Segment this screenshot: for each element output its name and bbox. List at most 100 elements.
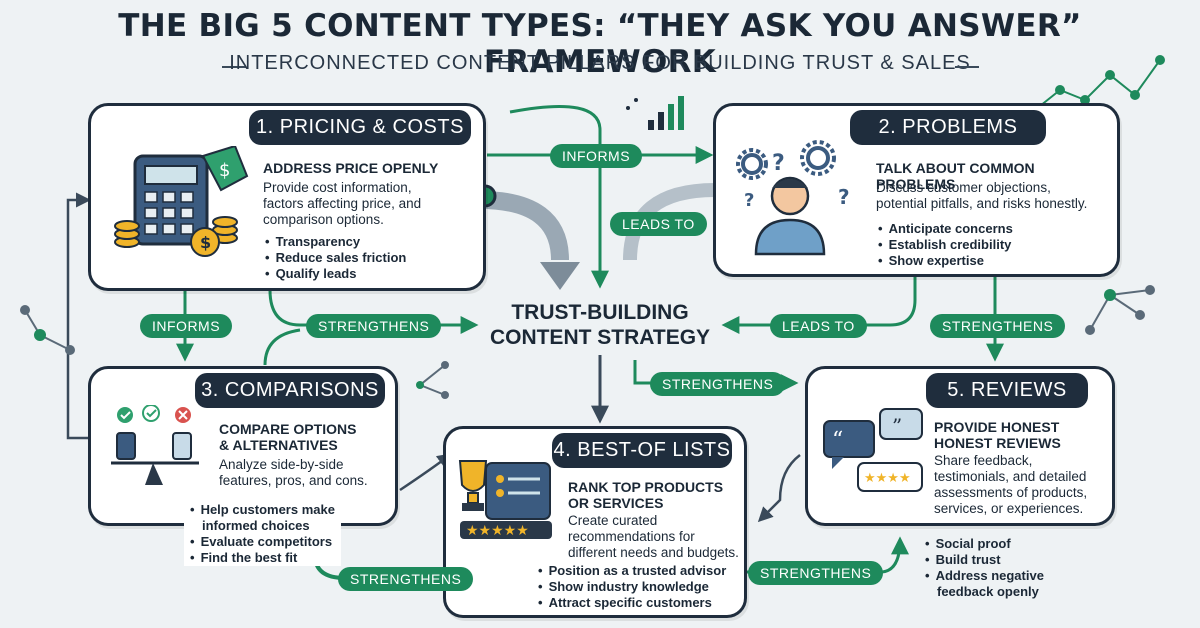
page-title: THE BIG 5 CONTENT TYPES: “THEY ASK YOU A… bbox=[118, 8, 1082, 80]
network-nodes-right bbox=[1085, 285, 1155, 335]
bullet-item: Qualify leads bbox=[265, 266, 406, 282]
bullet-continuation: feedback openly bbox=[937, 584, 1039, 599]
card-problems: 2. PROBLEMS ? ? ? TALK ABOUT COMMON PROB… bbox=[713, 103, 1120, 277]
bullet-item: Reduce sales friction bbox=[265, 250, 407, 266]
card-heading: COMPARE OPTIONS & ALTERNATIVES bbox=[219, 421, 356, 453]
center-strategy: TRUST-BUILDING CONTENT STRATEGY bbox=[470, 300, 730, 350]
svg-text:$: $ bbox=[219, 160, 230, 181]
arrow-leads-to-right bbox=[721, 275, 917, 334]
thinking-person-icon: ? ? ? bbox=[736, 140, 850, 256]
label-informs-top: INFORMS bbox=[550, 144, 643, 168]
card-description: Create curated recommendations for diffe… bbox=[568, 513, 739, 561]
arrow-strengthens-left bbox=[268, 289, 479, 334]
desc-line: features, pros, and cons. bbox=[219, 473, 368, 488]
card-comparisons: 3. COMPARISONS COMPARE OPTIONS & ALTERNA… bbox=[88, 366, 398, 526]
review-bubbles-icon: “ ” ★★★★ bbox=[823, 408, 923, 492]
card-heading: TALK ABOUT COMMON PROBLEMS bbox=[876, 160, 1035, 192]
balance-scale-icon bbox=[111, 405, 199, 485]
bar-chart-icon bbox=[626, 96, 684, 130]
price-tag-icon: $ bbox=[201, 146, 249, 192]
desc-line: potential pitfalls, and risks honestly. bbox=[876, 196, 1088, 211]
gears-icon bbox=[736, 140, 836, 180]
page-subtitle: INTERCONNECTED CONTENT PILLARS FOR BUILD… bbox=[229, 52, 971, 74]
arrow-card3-up bbox=[263, 328, 301, 366]
label-strengthens-right: STRENGTHENS bbox=[930, 314, 1066, 338]
arrow-left-loop bbox=[66, 192, 91, 440]
svg-text:?: ? bbox=[744, 190, 754, 211]
grey-curve-arrow-left bbox=[479, 191, 569, 261]
bullet-item: Build trust bbox=[925, 552, 1044, 568]
card-bullets: Position as a trusted advisor Show indus… bbox=[538, 563, 727, 611]
bullet-item: Address negative bbox=[925, 568, 1044, 584]
heading-line: COMPARE OPTIONS bbox=[219, 421, 357, 437]
label-leads-to-right: LEADS TO bbox=[770, 314, 867, 338]
desc-line: Provide cost information, bbox=[263, 180, 412, 195]
desc-line: comparison options. bbox=[263, 212, 384, 227]
desc-line: Create curated bbox=[568, 513, 658, 528]
desc-line: factors affecting price, and bbox=[263, 196, 422, 211]
card-title: 1. PRICING & COSTS bbox=[249, 110, 471, 145]
desc-line: different needs and budgets. bbox=[568, 545, 739, 560]
desc-line: testimonials, and detailed bbox=[934, 469, 1087, 484]
card-description: Analyze side-by-side features, pros, and… bbox=[219, 457, 368, 489]
svg-text:$: $ bbox=[200, 233, 211, 252]
card-bullets: Anticipate concerns Establish credibilit… bbox=[878, 221, 1013, 269]
card-reviews: 5. REVIEWS “ ” ★★★★ PROVIDE HONEST HONES… bbox=[805, 366, 1115, 526]
arrow-card5-to-card4 bbox=[757, 454, 801, 523]
card-title: 5. REVIEWS bbox=[926, 373, 1088, 408]
desc-line: Analyze side-by-side bbox=[219, 457, 344, 472]
svg-text:“: “ bbox=[832, 428, 843, 453]
bullet-item-cont: informed choices bbox=[190, 518, 335, 534]
heading-line: OR SERVICES bbox=[568, 495, 664, 511]
network-nodes-center bbox=[416, 361, 449, 399]
bullet-item: Transparency bbox=[265, 234, 406, 250]
subtitle-line-left bbox=[222, 66, 246, 68]
card-heading: ADDRESS PRICE OPENLY bbox=[263, 160, 439, 176]
arrow-top-dashed bbox=[509, 105, 609, 289]
desc-line: services, or experiences. bbox=[934, 501, 1084, 516]
card-heading: RANK TOP PRODUCTS OR SERVICES bbox=[568, 479, 723, 511]
svg-text:★★★★★: ★★★★★ bbox=[466, 523, 529, 539]
card-description: Discuss customer objections, potential p… bbox=[876, 180, 1087, 212]
card-title: 2. PROBLEMS bbox=[850, 110, 1046, 145]
heading-line: RANK TOP PRODUCTS bbox=[568, 479, 724, 495]
desc-line: Discuss customer objections, bbox=[876, 180, 1051, 195]
card-comparisons-bullets: Help customers make informed choices Eva… bbox=[184, 502, 341, 566]
bullet-item: Position as a trusted advisor bbox=[538, 563, 727, 579]
grey-curve-arrow-right bbox=[623, 183, 716, 261]
desc-line: assessments of products, bbox=[934, 485, 1088, 500]
bullet-item: Show expertise bbox=[878, 253, 1013, 269]
desc-line: Share feedback, bbox=[934, 453, 1033, 468]
card-description: Provide cost information, factors affect… bbox=[263, 180, 421, 228]
bullet-item: Attract specific customers bbox=[538, 595, 726, 611]
card-bullets: Transparency Reduce sales friction Quali… bbox=[265, 234, 407, 282]
card-description: Share feedback, testimonials, and detail… bbox=[934, 453, 1087, 517]
bullet-continuation: informed choices bbox=[202, 518, 310, 533]
heading-line: & ALTERNATIVES bbox=[219, 437, 338, 453]
label-strengthens-bottom-left: STRENGTHENS bbox=[338, 567, 474, 591]
label-informs-left: INFORMS bbox=[140, 314, 233, 338]
bullet-item: Help customers make bbox=[190, 502, 335, 518]
card-pricing-costs: 1. PRICING & COSTS $ $ ADDRESS PRICE OPE… bbox=[88, 103, 486, 291]
svg-text:”: ” bbox=[892, 414, 902, 438]
card-heading: PROVIDE HONEST HONEST REVIEWS bbox=[934, 419, 1061, 451]
card-title: 4. BEST-OF LISTS bbox=[552, 433, 732, 468]
heading-line: HONEST REVIEWS bbox=[934, 435, 1061, 451]
svg-text:★★★★: ★★★★ bbox=[864, 471, 911, 486]
label-strengthens-left: STRENGTHENS bbox=[306, 314, 442, 338]
bullet-item: Find the best fit bbox=[190, 550, 335, 566]
center-line: CONTENT STRATEGY bbox=[489, 326, 711, 349]
calculator-icon: $ $ bbox=[114, 146, 249, 257]
subtitle-line-right bbox=[955, 66, 979, 68]
center-line: TRUST-BUILDING bbox=[511, 301, 689, 324]
grey-arrow-head-left bbox=[540, 262, 580, 290]
heading-line: PROVIDE HONEST bbox=[934, 419, 1060, 435]
label-leads-to-top: LEADS TO bbox=[610, 212, 707, 236]
network-nodes-left bbox=[20, 305, 75, 355]
card-title: 3. COMPARISONS bbox=[195, 373, 385, 408]
bullet-item: Evaluate competitors bbox=[190, 534, 335, 550]
svg-text:?: ? bbox=[838, 185, 850, 209]
bullet-item: Show industry knowledge bbox=[538, 579, 726, 595]
bullet-item: Social proof bbox=[925, 536, 1044, 552]
card-reviews-bullets: Social proof Build trust Address negativ… bbox=[925, 536, 1044, 600]
